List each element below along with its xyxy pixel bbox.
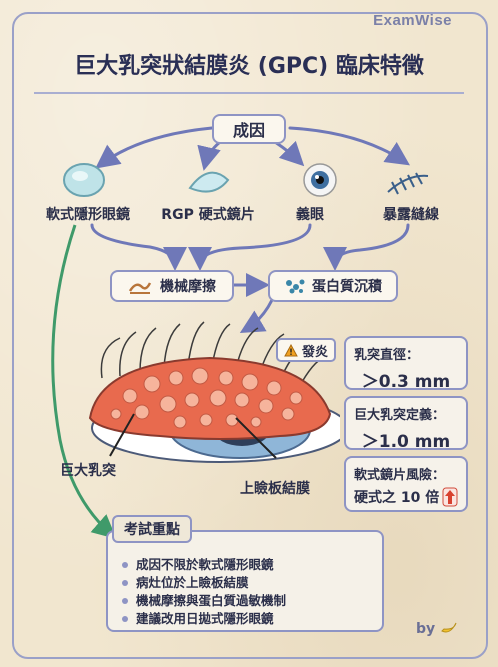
stat-soft-lens-risk-title: 軟式鏡片風險：	[354, 468, 446, 483]
arrow-soft-exam	[51, 224, 117, 539]
inflammation-tag: 發炎	[276, 338, 336, 362]
exam-point: 成因不限於軟式隱形眼鏡	[122, 556, 370, 574]
banana-icon	[440, 619, 458, 639]
stat-papilla-diameter-title: 乳突直徑：	[354, 348, 420, 363]
brand-logo: ExamWise	[373, 12, 452, 29]
exam-points-box: 成因不限於軟式隱形眼鏡 病灶位於上瞼板結膜 機械摩擦與蛋白質過敏機制 建議改用日…	[106, 530, 384, 632]
mechanism-protein-box: 蛋白質沉積	[268, 270, 398, 302]
cause-root-label: 成因	[232, 121, 265, 140]
soft-contact-lens-icon	[63, 163, 105, 197]
exam-point: 建議改用日拋式隱形眼鏡	[122, 610, 370, 628]
cause-soft-lens: 軟式隱形眼鏡	[46, 207, 130, 223]
everted-eyelid-illustration	[88, 321, 340, 463]
arrow-eye-friction	[188, 223, 312, 271]
exam-point: 病灶位於上瞼板結膜	[122, 574, 370, 592]
stat-giant-papilla-definition: 巨大乳突定義： ＞1.0 mm	[344, 396, 468, 452]
mechanism-friction-box: 機械摩擦	[110, 270, 234, 302]
exam-heading: 考試重點	[112, 515, 192, 543]
arrow-soft-friction	[90, 223, 187, 271]
mechanism-protein-label: 蛋白質沉積	[312, 279, 382, 295]
warning-icon	[284, 343, 298, 356]
title-divider	[34, 92, 464, 94]
friction-icon	[128, 282, 152, 294]
cause-exposed-suture: 暴露縫線	[383, 207, 439, 223]
label-upper-tarsal-conjunctiva: 上瞼板結膜	[240, 481, 310, 497]
page-title: 巨大乳突狀結膜炎 (GPC) 臨床特徵	[74, 54, 424, 79]
suture-icon	[387, 172, 429, 195]
stat-soft-lens-risk: 軟式鏡片風險： 硬式之 10 倍	[344, 456, 468, 512]
stat-giant-papilla-definition-title: 巨大乳突定義：	[354, 408, 446, 423]
stat-papilla-diameter: 乳突直徑： ＞0.3 mm	[344, 336, 468, 392]
inflammation-label: 發炎	[301, 344, 328, 360]
byline: by	[416, 619, 458, 639]
protein-deposit-icon	[286, 279, 305, 294]
stat-papilla-diameter-value: ＞0.3 mm	[361, 372, 451, 392]
arrow-cause-suture	[288, 126, 410, 166]
arrow-suture-protein	[323, 223, 410, 271]
exam-point: 機械摩擦與蛋白質過敏機制	[122, 592, 370, 610]
label-giant-papillae: 巨大乳突	[60, 463, 116, 479]
exam-points-list: 成因不限於軟式隱形眼鏡 病灶位於上瞼板結膜 機械摩擦與蛋白質過敏機制 建議改用日…	[122, 556, 370, 628]
arrow-protein-eye	[239, 298, 274, 334]
arrow-cause-soft	[95, 126, 214, 169]
stat-soft-lens-risk-value: 硬式之 10 倍	[354, 490, 440, 506]
cause-prosthetic-eye: 義眼	[296, 207, 324, 223]
arrow-cause-eye	[273, 140, 305, 167]
mechanism-friction-label: 機械摩擦	[160, 279, 216, 295]
stat-giant-papilla-definition-value: ＞1.0 mm	[361, 432, 451, 452]
prosthetic-eye-icon	[303, 163, 337, 197]
byline-text: by	[415, 621, 436, 637]
card-frame	[12, 12, 488, 659]
cause-root-box: 成因	[212, 114, 286, 144]
rgp-lens-icon	[188, 171, 230, 193]
cause-rgp-lens: RGP 硬式鏡片	[161, 207, 255, 223]
up-arrow-icon	[442, 487, 458, 507]
